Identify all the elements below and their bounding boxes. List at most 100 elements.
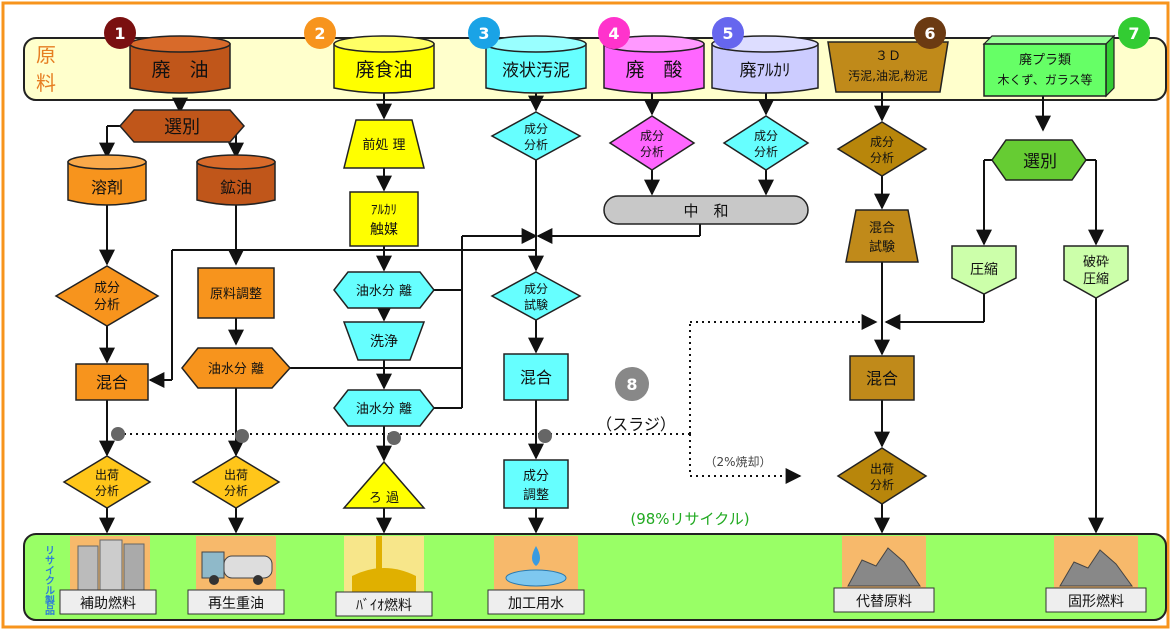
badge-1 [104,17,136,49]
product-recycled-heavy-oil: 再生重油 [187,536,285,615]
svg-text:成分: 成分 [94,281,120,296]
svg-text:破砕: 破砕 [1083,255,1109,270]
sludge-annotation: （スラジ） [596,415,676,434]
svg-text:成分: 成分 [640,129,664,143]
svg-text:洗浄: 洗浄 [370,334,398,350]
svg-text:中 和: 中 和 [683,202,728,220]
svg-text:4: 4 [608,24,619,43]
svg-text:混合: 混合 [866,369,898,388]
adjust-box-3 [503,459,569,509]
svg-text:原料調整: 原料調整 [210,287,262,302]
analysis-diamond-1 [54,265,160,327]
neutralize-pill [603,195,809,225]
svg-text:試験: 試験 [524,297,548,312]
svg-text:選別: 選別 [164,117,200,138]
product-process-water: 加工用水 [487,536,585,615]
mix-box-1 [75,363,149,401]
material-label: 廃 油 [151,59,208,81]
ship-analysis-diamond-1 [62,455,152,509]
product-label-box [187,589,285,615]
svg-text:圧縮: 圧縮 [1083,271,1109,287]
badge-7 [1118,17,1150,49]
ship-analysis-diamond-6 [836,447,928,505]
svg-text:油水分 離: 油水分 離 [208,362,264,377]
raw-band-label-1: 原 [36,43,56,67]
compress-pentagon [951,245,1017,295]
oil-water-sep-hex-3 [333,389,435,427]
product-alternative-material: 代替原料 [833,536,935,613]
svg-text:成分: 成分 [524,282,548,296]
svg-text:成分: 成分 [523,469,549,484]
product-label-box [335,591,433,617]
mix-box-3 [503,353,569,401]
material-label: 廃 酸 [625,59,682,81]
svg-text:出荷: 出荷 [870,462,894,476]
badge-5 [712,17,744,49]
sludge-junctions [111,427,552,445]
wash-trapezoid [342,321,426,361]
material-label: 廃ｱﾙｶﾘ [740,61,791,81]
badge-6 [914,17,946,49]
junction-dot [387,431,401,445]
svg-text:7: 7 [1128,24,1139,43]
svg-text:前処 理: 前処 理 [362,137,405,153]
oil-water-sep-hex-1 [181,347,292,389]
material-waste-alkali: 廃ｱﾙｶﾘ [711,35,819,94]
svg-text:試験: 試験 [869,239,895,255]
material-label-line1: 廃プラ類 [1019,52,1071,68]
svg-text:混合: 混合 [869,221,895,236]
svg-text:油水分 離: 油水分 離 [356,402,412,417]
material-label-line1: ３Ｄ [875,49,901,64]
svg-text:分析: 分析 [870,151,894,165]
svg-text:6: 6 [924,24,935,43]
mix-test-trapezoid [845,209,919,263]
product-band-label: リサイクル製品 [43,545,56,616]
material-3d-sludge: ３Ｄ 汚泥,油泥,粉泥 [827,41,949,93]
svg-text:分析: 分析 [524,138,548,152]
svg-text:代替原料: 代替原料 [856,594,912,610]
incineration-annotation: （2%焼却） [704,455,771,469]
product-label-box [1045,587,1147,613]
svg-text:分析: 分析 [94,298,120,313]
svg-text:固形燃料: 固形燃料 [1068,593,1124,610]
material-label-line2: 木くず、ガラス等 [998,73,1093,87]
oil-water-sep-hex-2 [333,271,435,309]
svg-text:触媒: 触媒 [370,222,398,238]
svg-text:混合: 混合 [96,373,128,392]
svg-text:圧縮: 圧縮 [970,262,998,278]
svg-text:成分: 成分 [524,122,548,136]
sort-hexagon-7 [991,139,1087,181]
svg-text:出荷: 出荷 [95,468,119,482]
product-auxiliary-fuel: 補助燃料 [59,536,157,615]
solvent-cylinder: 溶剤 [67,154,147,206]
svg-text:調整: 調整 [523,488,549,503]
badge-8 [615,367,649,401]
material-waste-acid: 廃 酸 [603,35,705,94]
analysis-diamond-5 [722,115,810,171]
svg-text:選別: 選別 [1023,152,1057,172]
svg-text:成分: 成分 [870,135,894,149]
pretreatment-trapezoid [343,119,425,169]
junction-dot [235,429,249,443]
material-label-line2: 汚泥,油泥,粉泥 [848,69,928,83]
recycle-annotation: (98%リサイクル) [630,510,749,528]
svg-text:5: 5 [722,24,733,43]
mix-box-6 [849,355,915,401]
svg-text:出荷: 出荷 [224,468,248,482]
badge-4 [598,17,630,49]
badge-2 [304,17,336,49]
svg-text:補助燃料: 補助燃料 [80,595,136,612]
svg-text:分析: 分析 [870,478,894,492]
analysis-diamond-4 [608,115,696,171]
product-solid-fuel: 固形燃料 [1045,536,1147,613]
svg-text:分析: 分析 [224,484,248,498]
material-adjust-box [197,267,275,319]
badge-3 [468,17,500,49]
alkali-catalyst-box [349,191,419,247]
material-label: 廃食油 [355,59,412,81]
material-waste-cooking-oil: 廃食油 [333,35,435,94]
connectors [99,92,1104,534]
material-liquid-sludge: 液状汚泥 [485,35,587,94]
